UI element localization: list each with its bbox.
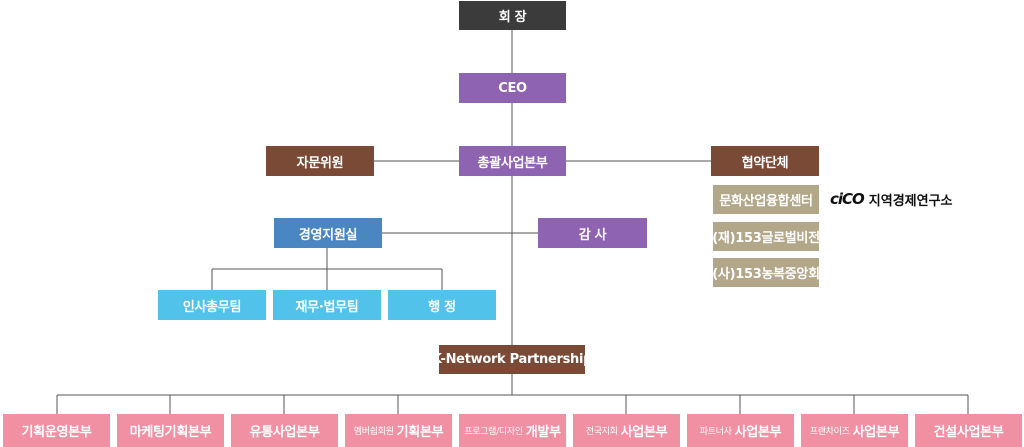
- advisory-box: 자문위원: [266, 146, 374, 176]
- division-box: 마케팅기획본부: [117, 414, 224, 447]
- division-name: 기획운영본부: [21, 425, 92, 440]
- logo-mark: ciCO: [830, 190, 865, 208]
- division-prefix: 파트너사: [699, 427, 732, 437]
- division-name: 건설사업본부: [933, 425, 1004, 440]
- division-prefix: 프랜차이즈: [809, 427, 850, 437]
- logo-text: 지역경제연구소: [868, 193, 953, 209]
- partner-orgs-box: 협약단체: [711, 146, 819, 176]
- division-box: 건설사업본부: [915, 414, 1022, 447]
- regional-economy-institute-logo: ciCO 지역경제연구소: [830, 188, 953, 210]
- team-box: 재무·법무팀: [273, 290, 381, 320]
- division-box: 기획운영본부: [3, 414, 110, 447]
- division-box: 유통사업본부: [231, 414, 338, 447]
- audit-box: 감 사: [538, 218, 647, 248]
- division-name: 마케팅기획본부: [129, 425, 212, 440]
- ceo-box: CEO: [459, 73, 566, 103]
- team-box: 행 정: [388, 290, 496, 320]
- division-prefix: 전국지회: [585, 427, 618, 437]
- division-prefix: 프로그램/디자인: [464, 427, 523, 437]
- general-hq-box: 총괄사업본부: [459, 146, 566, 176]
- division-prefix: 멤버쉽회원: [353, 427, 394, 437]
- partner-org-item: 문화산업융합센터: [713, 185, 819, 214]
- division-name: 사업본부: [734, 425, 782, 440]
- chairman-box: 회 장: [459, 1, 566, 30]
- partner-org-item: (사)153농복중앙회: [712, 258, 820, 287]
- division-name: 개발부: [525, 425, 561, 440]
- partnership-box: K-Network Partnership: [432, 345, 592, 374]
- division-name: 유통사업본부: [249, 425, 320, 440]
- management-office-box: 경영지원실: [274, 218, 382, 248]
- division-name: 기획본부: [396, 425, 444, 440]
- division-name: 사업본부: [620, 425, 668, 440]
- team-box: 인사총무팀: [158, 290, 266, 320]
- division-name: 사업본부: [852, 425, 900, 440]
- partner-org-item: (재)153글로벌비전: [712, 222, 820, 251]
